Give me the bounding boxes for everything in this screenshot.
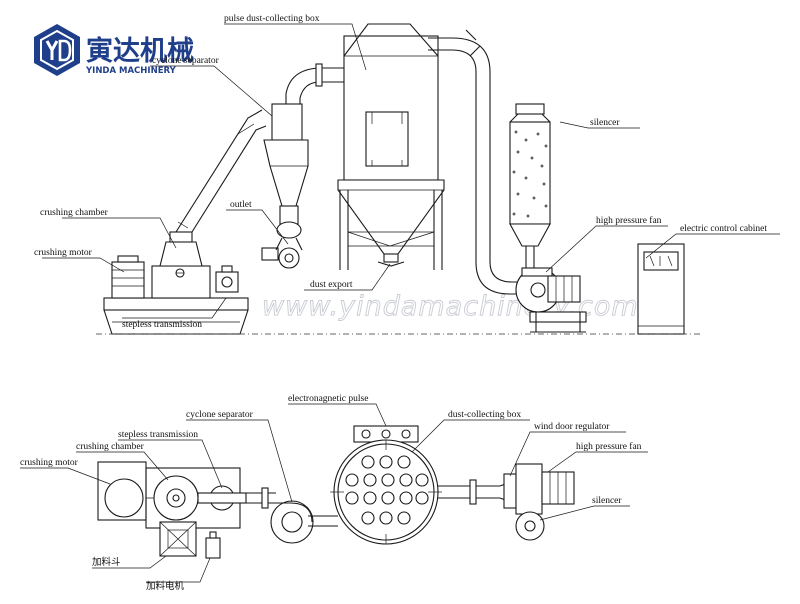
elevation-leaders [42, 23, 780, 319]
label-silencer: silencer [590, 118, 620, 128]
label-high-pressure-fan: high pressure fan [596, 215, 662, 226]
label-hopper: 加料斗 [92, 556, 121, 568]
crushing-chamber [151, 231, 211, 299]
pulse-dust-collecting-box [337, 23, 445, 270]
label-cyclone-separator: cyclone separator [152, 56, 220, 66]
cyclone-separator [261, 103, 309, 269]
logo-name-en: YINDA MACHINERY [85, 66, 177, 76]
label-feed-motor: 加料电机 [146, 580, 185, 592]
label-wind-door: wind door regulator [534, 422, 610, 432]
plan-cyclone-separator [270, 500, 338, 544]
label-plan-cyclone-separator: cyclone separator [186, 410, 254, 420]
logo-name-cn: 寅达机械 [86, 35, 194, 67]
plan-view [97, 425, 575, 559]
label-outlet: outlet [230, 200, 252, 210]
label-plan-dust-box: dust-collecting box [448, 410, 521, 420]
plan-electromagnetic-pulse [353, 425, 419, 452]
label-electromagnetic-pulse: electronagnetic pulse [288, 394, 368, 404]
label-plan-crushing-motor: crushing motor [20, 458, 79, 468]
label-plan-high-pressure-fan: high pressure fan [576, 441, 642, 452]
plan-leaders [20, 403, 648, 583]
label-stepless-transmission: stepless transmission [122, 320, 202, 330]
plan-crushing-motor [97, 461, 147, 521]
label-plan-crushing-chamber: crushing chamber [76, 442, 145, 452]
silencer [509, 103, 551, 272]
crushing-motor [111, 255, 145, 299]
label-crushing-chamber: crushing chamber [40, 208, 109, 218]
plan-feed-motor [205, 537, 221, 559]
plan-silencer [515, 511, 545, 541]
plan-wind-door [503, 473, 517, 509]
plan-dust-collecting-box [330, 439, 442, 545]
crusher-base [103, 297, 249, 311]
elevation-view [96, 23, 700, 335]
label-dust-export: dust export [310, 280, 353, 290]
label-electric-cabinet: electric control cabinet [680, 224, 767, 234]
label-pulse-dust-box: pulse dust-collecting box [224, 14, 320, 24]
label-plan-stepless-transmission: stepless transmission [118, 430, 198, 440]
high-pressure-fan [515, 267, 587, 333]
plan-high-pressure-fan [515, 463, 575, 515]
plan-crushing-chamber [153, 475, 199, 521]
electric-control-cabinet [637, 243, 685, 335]
label-plan-silencer: silencer [592, 496, 622, 506]
brand-logo: 寅达机械 YINDA MACHINERY [34, 24, 194, 76]
label-crushing-motor: crushing motor [34, 248, 93, 258]
